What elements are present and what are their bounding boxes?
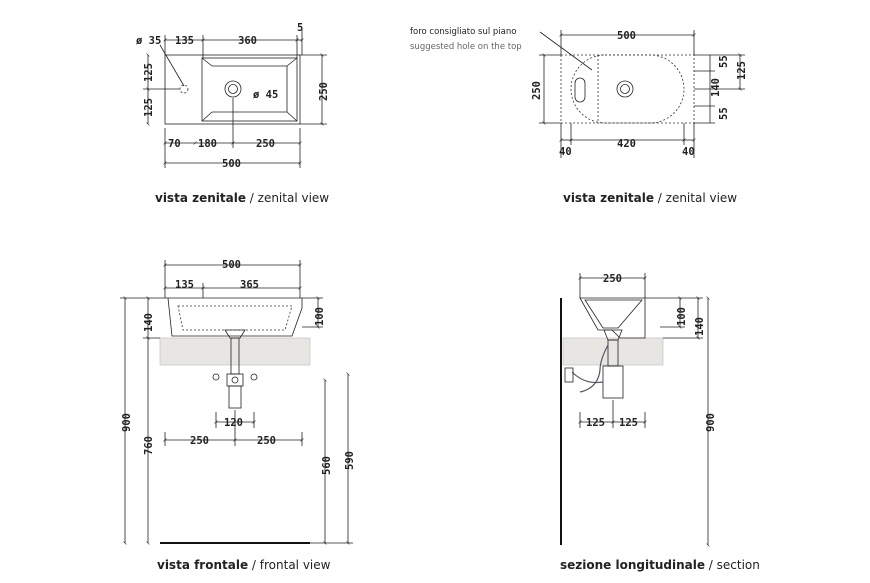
dim-590: 590 [344,451,356,470]
dim-250-right: 250 [257,435,276,447]
dim-900: 900 [121,413,133,432]
dim-70: 70 [168,138,181,150]
top-left-view: ø 35 135 360 5 125 125 250 ø 45 70 180 2… [136,22,330,205]
section-view: 250 100 140 900 125 125 sezione longitud… [560,273,760,572]
front-view: 500 135 365 900 140 760 100 560 590 120 [120,259,356,572]
dim-100: 100 [676,307,688,326]
dim-135: 135 [175,35,194,47]
dim-125-right: 125 [619,417,638,429]
tap-slot [574,77,586,103]
countertop [159,337,311,366]
dim-120: 120 [224,417,243,429]
caption-top-left: vista zenitale / zenital view [155,191,329,205]
dim-500: 500 [617,30,636,42]
note-italian: foro consigliato sul piano [410,27,516,37]
dim-55-lower: 55 [718,107,730,120]
bowl-outline [201,57,298,122]
basin-outline [164,54,301,125]
dim-125: 125 [736,61,748,80]
dim-360: 360 [238,35,257,47]
dim-100: 100 [314,307,326,326]
trap-section [602,365,624,399]
tap-hole [179,84,189,94]
dim-250-right: 250 [318,82,330,101]
dim-250: 250 [603,273,622,285]
dim-760: 760 [143,436,155,455]
dim-250-bottom: 250 [256,138,275,150]
dim-140: 140 [694,317,706,336]
dim-55-upper: 55 [718,55,730,68]
dim-5: 5 [297,22,303,34]
note-english: suggested hole on the top [410,42,522,52]
dim-125-upper: 125 [143,63,155,82]
dim-hole-diameter: ø 35 [136,35,161,47]
dim-40-left: 40 [559,146,572,158]
basin-front [167,297,303,337]
dim-125-lower: 125 [143,98,155,117]
caption-top-right: vista zenitale / zenital view [563,191,737,205]
countertop-section [562,337,664,366]
dim-420: 420 [617,138,636,150]
dim-140: 140 [710,78,722,97]
dim-40-right: 40 [682,146,695,158]
recess-outline [570,54,685,124]
dim-135: 135 [175,279,194,291]
countertop-cutout [560,54,695,124]
caption-front: vista frontale / frontal view [157,558,331,572]
dim-560: 560 [321,456,333,475]
dim-180: 180 [198,138,217,150]
dim-500: 500 [222,158,241,170]
dim-900: 900 [705,413,717,432]
drain-hole [224,80,242,98]
dim-250-left: 250 [190,435,209,447]
top-right-view: foro consigliato sul piano suggested hol… [410,27,748,205]
dim-drain-diameter: ø 45 [253,89,278,101]
dim-365: 365 [240,279,259,291]
dim-125-left: 125 [586,417,605,429]
dim-140: 140 [143,313,155,332]
dim-250: 250 [531,81,543,100]
basin-section [579,297,646,339]
dim-500: 500 [222,259,241,271]
caption-section: sezione longitudinale / section [560,558,760,572]
